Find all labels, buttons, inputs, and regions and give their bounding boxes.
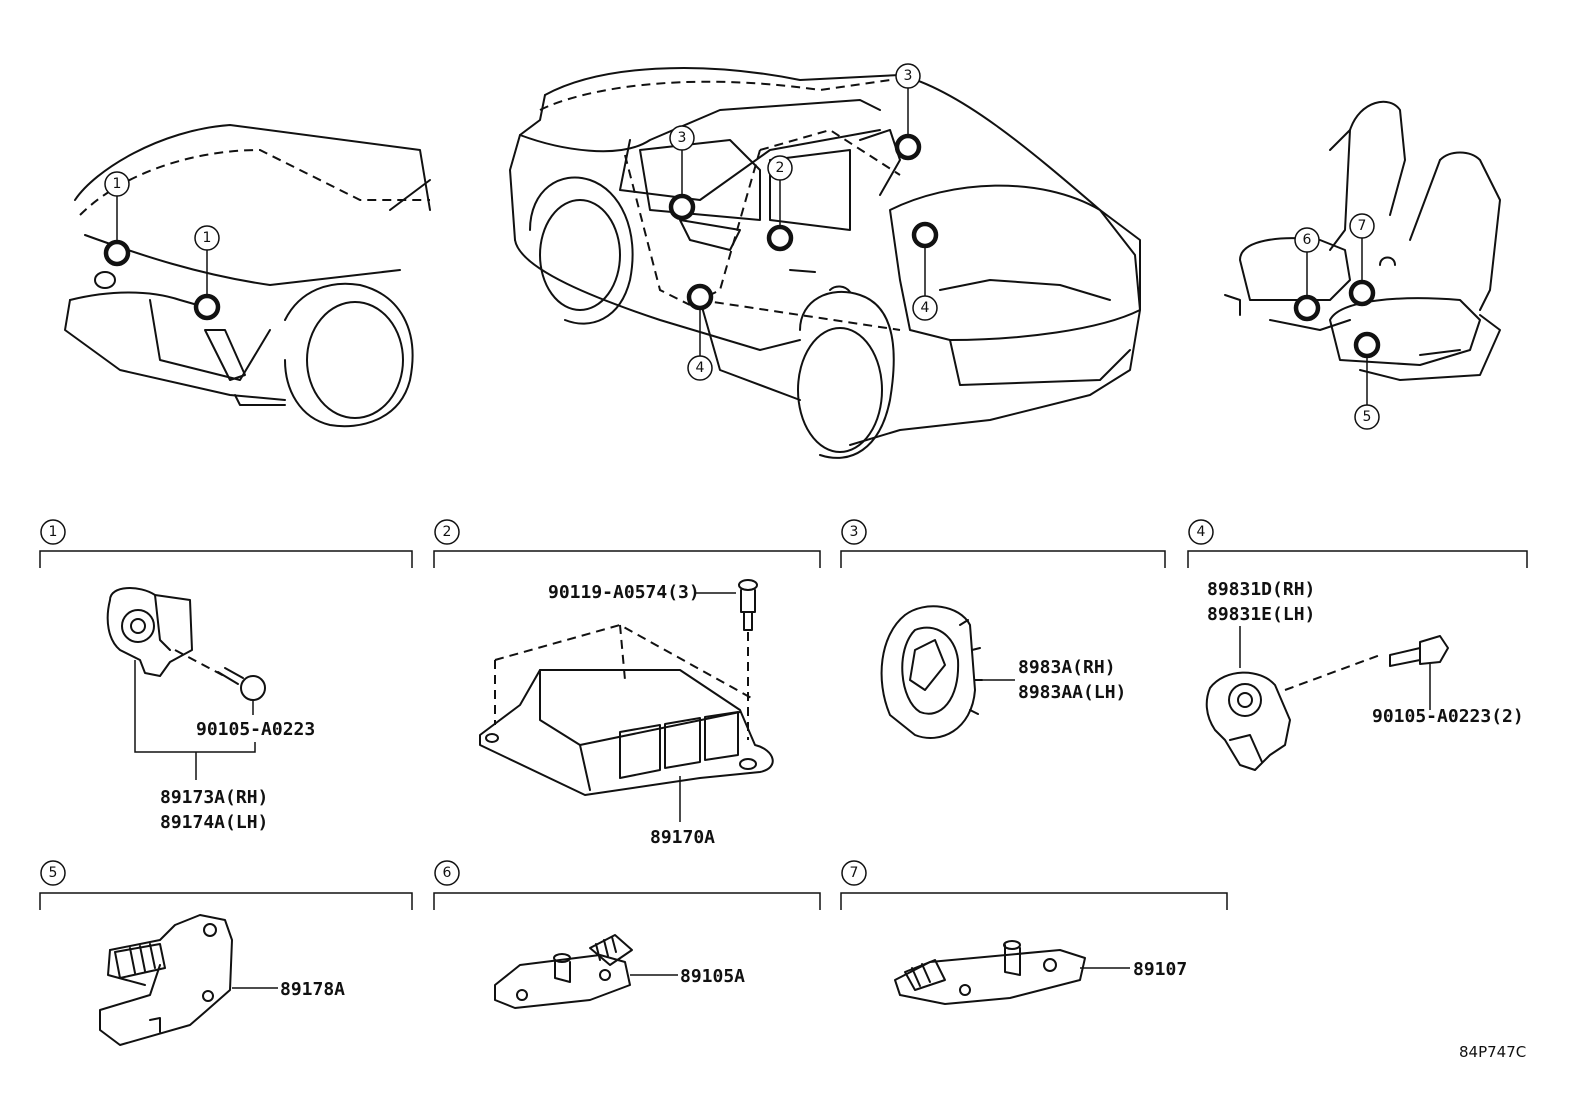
svg-text:3: 3 [678,130,687,146]
marker-5 [1353,331,1381,359]
section-headers: 1 2 3 4 5 6 7 [39,519,1528,910]
front-car-illustration [64,124,431,428]
part-8983aa-lh: 8983AA(LH) [1018,682,1126,703]
svg-text:2: 2 [776,160,785,176]
marker-3b [894,133,922,161]
marker-1b [193,293,221,321]
marker-2 [766,224,794,252]
part-8983a-rh: 8983A(RH) [1018,657,1116,678]
marker-4b [686,283,714,311]
svg-text:1: 1 [203,230,212,246]
section-3-door-sensor: 8983A(RH) 8983AA(LH) [880,605,1126,739]
svg-text:7: 7 [850,865,859,881]
seats-illustration [1224,100,1501,381]
section-1-front-sensor: 90105-A0223 89173A(RH) 89174A(LH) [106,587,315,833]
marker-1a [103,239,131,267]
svg-text:4: 4 [696,360,705,376]
part-89170a: 89170A [650,827,715,848]
svg-text:3: 3 [850,524,859,540]
part-90105-a0223: 90105-A0223 [196,719,315,740]
svg-text:5: 5 [49,865,58,881]
part-90119-a0574: 90119-A0574(3) [548,582,700,603]
callout-leaders [116,88,1368,405]
callout-bubbles: 1 1 3 3 2 4 4 6 7 5 [104,63,1380,430]
svg-text:6: 6 [1303,232,1312,248]
part-90105-a0223-x2: 90105-A0223(2) [1372,706,1524,727]
section-5-seat-sensor: 89178A [99,914,345,1046]
diagram-code: 84P747C [1459,1043,1526,1061]
svg-text:1: 1 [49,524,58,540]
part-89178a: 89178A [280,979,345,1000]
svg-text:1: 1 [113,176,122,192]
marker-7 [1348,279,1376,307]
section-2-airbag-ecu: 90119-A0574(3) 89170A [479,579,774,848]
part-89173a-rh: 89173A(RH) [160,787,268,808]
suv-illustration [509,67,1141,459]
svg-text:5: 5 [1363,409,1372,425]
svg-text:2: 2 [443,524,452,540]
marker-4a [911,221,939,249]
part-89105a: 89105A [680,966,745,987]
section-6-buckle-sensor: 89105A [494,934,745,1009]
svg-text:3: 3 [904,68,913,84]
marker-6 [1293,294,1321,322]
location-markers [103,133,1381,359]
part-89107: 89107 [1133,959,1187,980]
svg-text:6: 6 [443,865,452,881]
svg-text:4: 4 [921,300,930,316]
svg-text:7: 7 [1358,218,1367,234]
part-89831d-rh: 89831D(RH) [1207,579,1315,600]
part-89831e-lh: 89831E(LH) [1207,604,1315,625]
marker-3a [668,193,696,221]
part-89174a-lh: 89174A(LH) [160,812,268,833]
section-7-seat-track-sensor: 89107 [894,940,1187,1005]
section-4-side-sensor: 89831D(RH) 89831E(LH) 90105-A0223(2) [1205,579,1524,771]
svg-text:4: 4 [1197,524,1206,540]
